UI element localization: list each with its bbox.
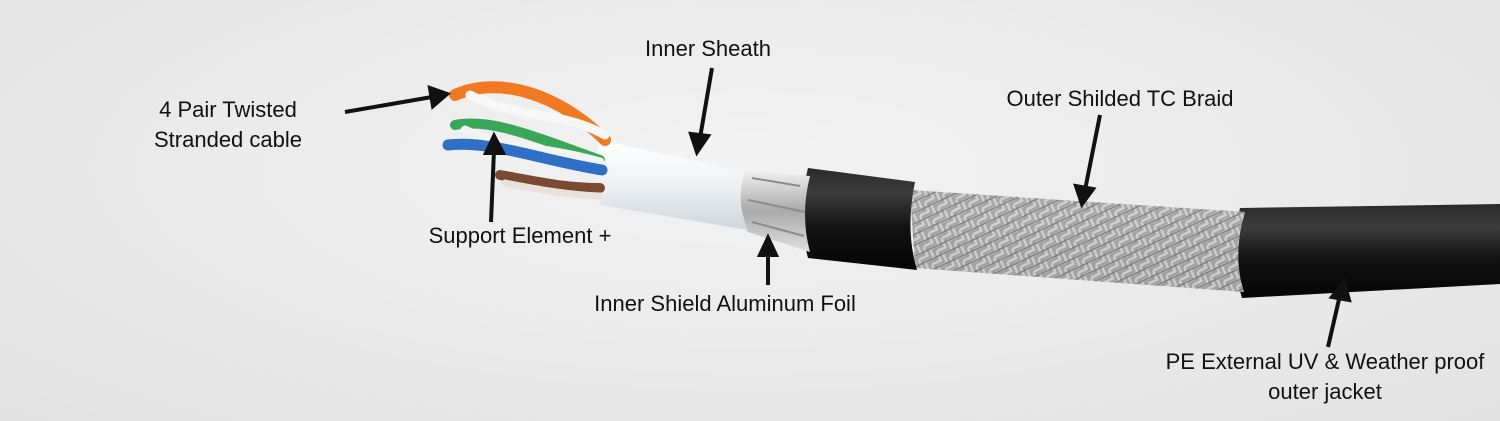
label-support-element: Support Element + — [428, 223, 612, 248]
arrow-support-element — [489, 149, 496, 223]
label-outer-jacket-line2: outer jacket — [1268, 379, 1382, 404]
label-twisted-pair-line2: Stranded cable — [154, 127, 302, 152]
aluminum-foil — [739, 170, 810, 252]
outer-jacket — [1234, 204, 1500, 298]
label-outer-braid: Outer Shilded TC Braid — [1006, 86, 1234, 111]
label-twisted-pair-line1: 4 Pair Twisted — [159, 97, 297, 122]
label-inner-shield: Inner Shield Aluminum Foil — [594, 291, 856, 316]
pair-brown — [495, 170, 605, 193]
arrow-inner-sheath — [698, 67, 714, 139]
arrows — [344, 67, 1352, 348]
label-outer-jacket-line1: PE External UV & Weather proof — [1165, 349, 1485, 374]
label-inner-sheath: Inner Sheath — [645, 36, 771, 61]
arrow-twisted-pair — [344, 95, 433, 114]
inner-black-ring — [802, 168, 917, 270]
arrow-outer-jacket — [1326, 294, 1342, 348]
arrow-outer-braid — [1083, 114, 1102, 191]
pair-blue — [442, 138, 608, 176]
label-twisted-pair: 4 Pair Twisted Stranded cable — [148, 95, 308, 155]
inner-sheath — [595, 140, 748, 230]
label-outer-jacket: PE External UV & Weather proof outer jac… — [1145, 347, 1500, 407]
